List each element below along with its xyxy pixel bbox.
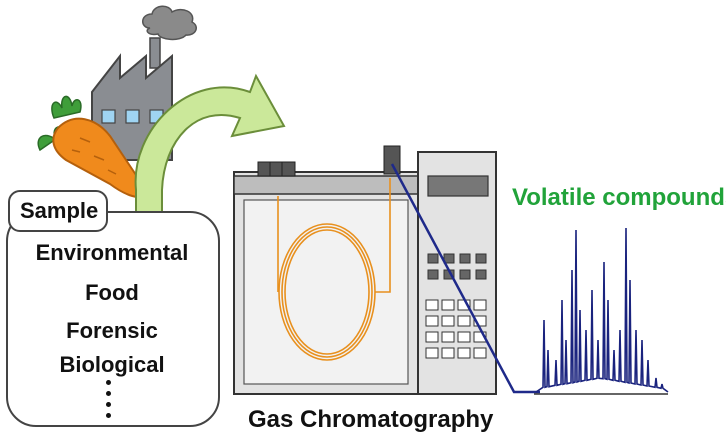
- category-environmental: Environmental: [35, 240, 189, 265]
- control-key-light: [473, 331, 487, 343]
- control-key-light: [457, 347, 471, 359]
- control-key-dark: [475, 253, 487, 264]
- carrot-icon: [37, 95, 152, 199]
- control-key-light: [425, 299, 439, 311]
- gc-control-panel-icon: [417, 151, 497, 395]
- instrument-label: Gas Chromatography: [248, 406, 494, 433]
- category-food: Food: [85, 280, 139, 305]
- control-key-light: [441, 331, 455, 343]
- control-key-light: [473, 347, 487, 359]
- transfer-line: [390, 163, 540, 394]
- category-forensic: Forensic: [66, 318, 158, 343]
- control-key-dark: [443, 253, 455, 264]
- chromatogram-icon: [534, 227, 669, 395]
- category-biological: Biological: [59, 352, 165, 377]
- control-key-dark: [475, 269, 487, 280]
- control-key-dark: [459, 269, 471, 280]
- sample-tag-label: Sample: [20, 198, 99, 223]
- control-key-light: [457, 331, 471, 343]
- control-key-light: [425, 331, 439, 343]
- more-categories-ellipsis: [106, 380, 112, 422]
- control-key-light: [473, 299, 487, 311]
- control-key-light: [457, 315, 471, 327]
- control-key-dark: [459, 253, 471, 264]
- smoke-icon: [142, 5, 197, 41]
- control-key-light: [441, 315, 455, 327]
- sample-tag: Sample: [8, 190, 108, 232]
- control-key-light: [441, 299, 455, 311]
- gc-column-coil-icon: [277, 178, 391, 361]
- control-key-dark: [427, 269, 439, 280]
- sample-categories-box: [6, 211, 220, 427]
- output-label: Volatile compounds: [512, 184, 726, 211]
- curved-arrow-icon: [134, 73, 286, 213]
- control-key-dark: [427, 253, 439, 264]
- control-key-light: [425, 315, 439, 327]
- control-key-light: [425, 347, 439, 359]
- control-key-light: [441, 347, 455, 359]
